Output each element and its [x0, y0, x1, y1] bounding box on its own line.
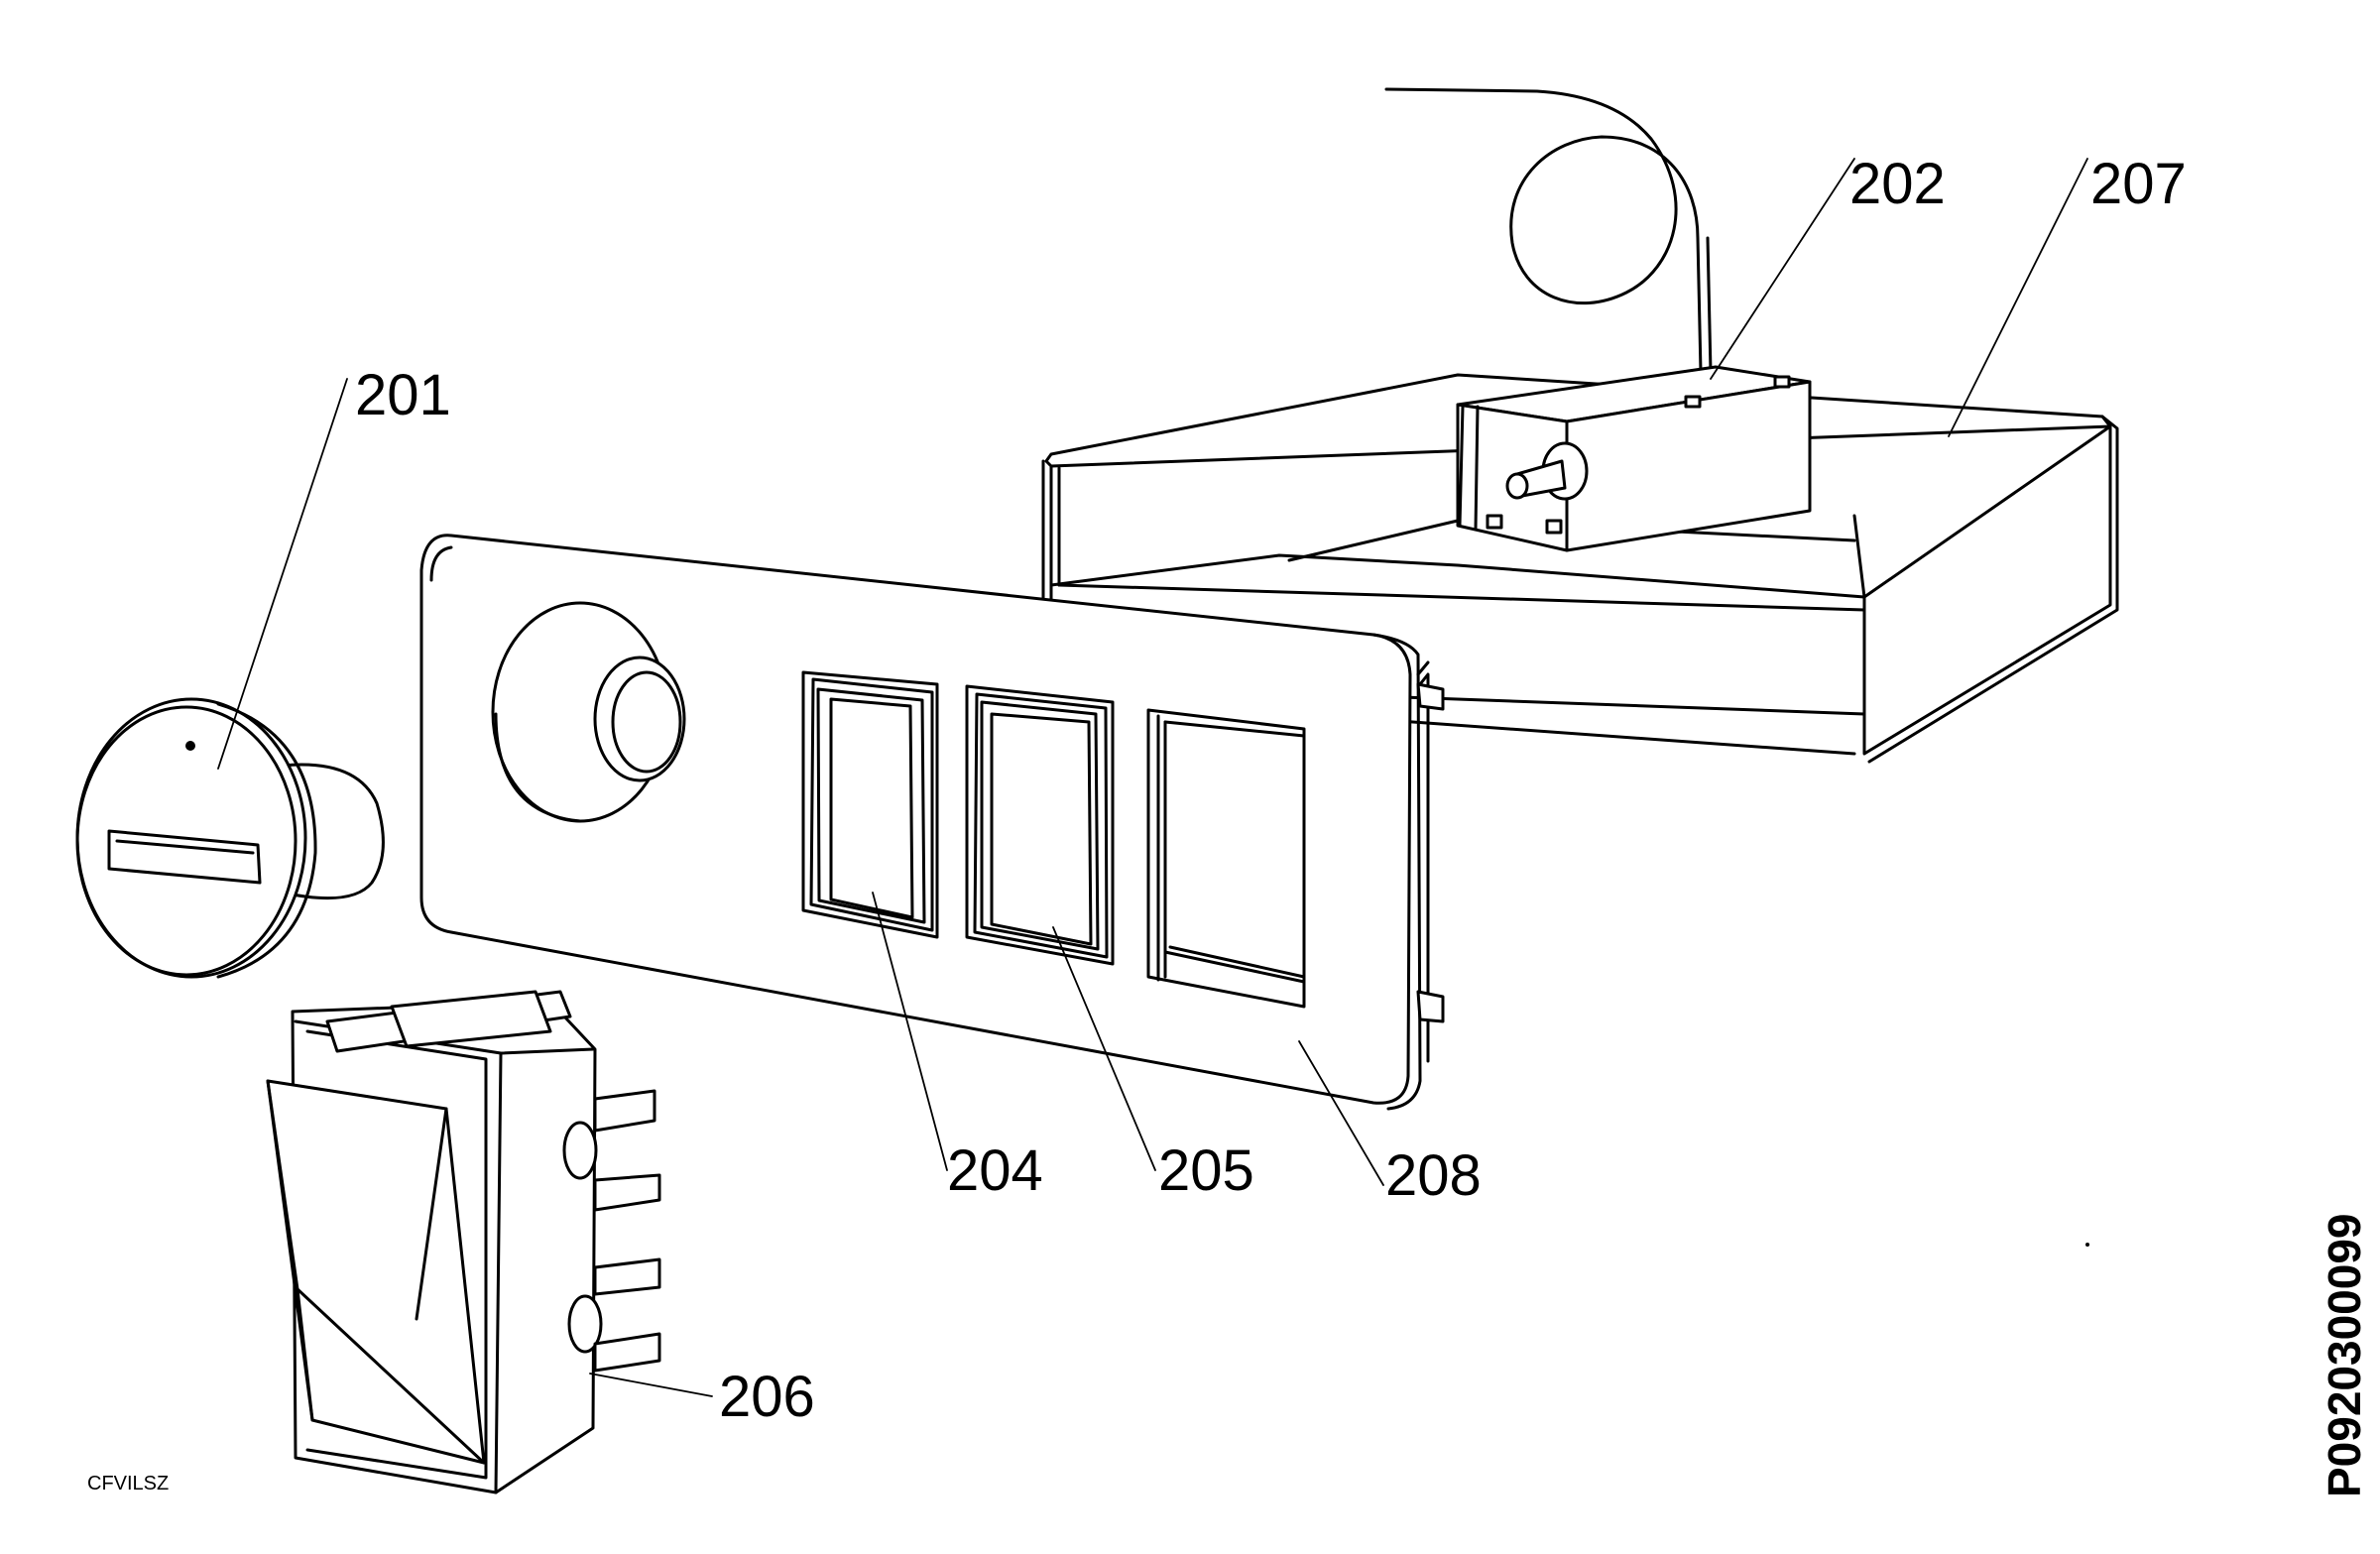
callout-204: 204 — [947, 1138, 1043, 1203]
callout-202: 202 — [1849, 152, 1946, 216]
callout-206: 206 — [719, 1365, 815, 1429]
leader-lines — [217, 158, 2088, 1397]
document-id: P0920300099 — [2319, 1213, 2370, 1497]
rocker-switch-206 — [266, 990, 661, 1494]
knob-201 — [75, 697, 385, 979]
callout-208: 208 — [1385, 1143, 1482, 1208]
thermostat-202 — [1384, 87, 1812, 552]
callout-201: 201 — [355, 363, 451, 427]
control-panel-208 — [419, 534, 1445, 1111]
drawing-code: CFVILSZ — [87, 1473, 169, 1494]
callout-205: 205 — [1158, 1138, 1254, 1203]
callout-207: 207 — [2090, 152, 2187, 216]
